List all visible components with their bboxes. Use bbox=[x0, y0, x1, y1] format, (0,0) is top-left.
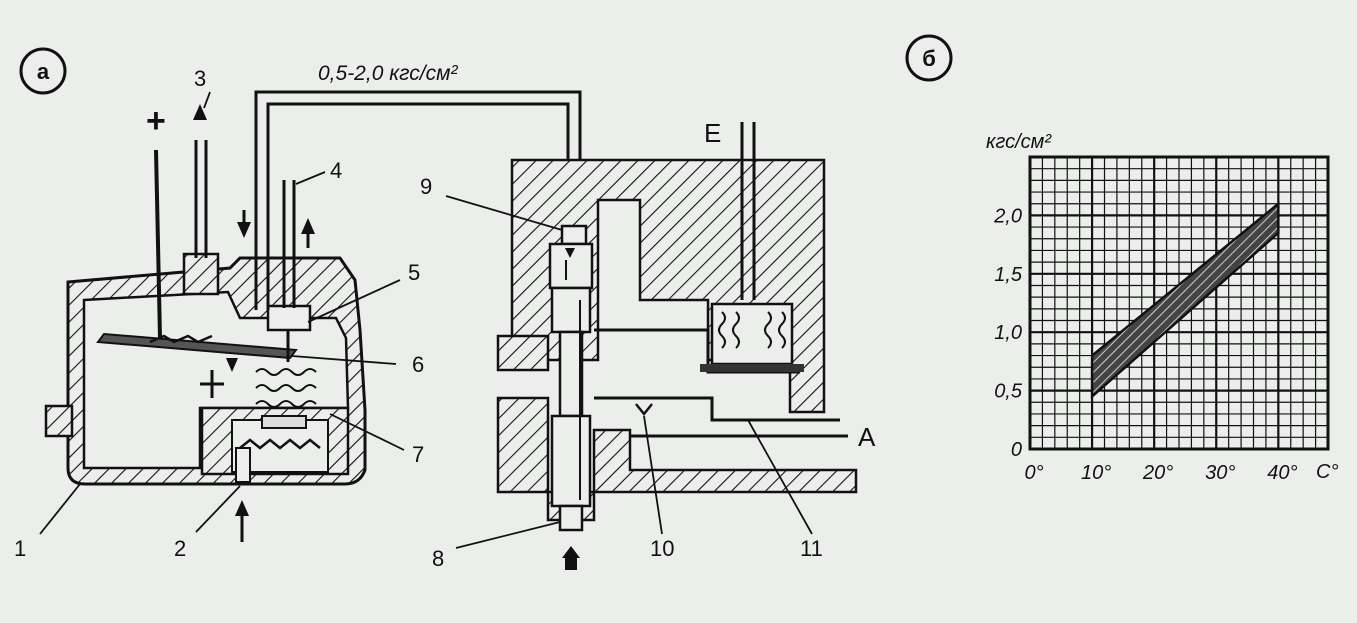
callout-8: 8 bbox=[432, 546, 444, 571]
chart-frame bbox=[1028, 155, 1330, 451]
x-tick-10: 10° bbox=[1081, 462, 1111, 484]
callout-11: 11 bbox=[800, 536, 823, 561]
y-tick-1-0: 1,0 bbox=[994, 322, 1022, 344]
badge-b-label: б bbox=[922, 46, 936, 71]
pressure-label: 0,5-2,0 кгс/см² bbox=[318, 62, 458, 85]
callout-3: 3 bbox=[194, 66, 206, 91]
callout-10: 10 bbox=[650, 536, 674, 561]
y-tick-1-5: 1,5 bbox=[994, 264, 1023, 286]
badge-a: а bbox=[19, 47, 67, 95]
y-tick-0: 0 bbox=[1011, 439, 1022, 461]
pressure-switch-body bbox=[44, 104, 367, 542]
callout-9: 9 bbox=[420, 174, 432, 199]
callout-7: 7 bbox=[412, 442, 424, 467]
y-unit-label: кгс/см² bbox=[986, 131, 1052, 153]
y-tick-0-5: 0,5 bbox=[994, 381, 1023, 403]
y-tick-labels: 0 0,5 1,0 1,5 2,0 bbox=[993, 205, 1023, 461]
x-tick-20: 20° bbox=[1142, 462, 1173, 484]
callout-6: 6 bbox=[412, 352, 424, 377]
panel-a: а 0,5-2,0 кгс/см² bbox=[14, 47, 876, 571]
port-e-label: E bbox=[704, 118, 721, 148]
plus-sign: + bbox=[146, 102, 166, 140]
callout-5: 5 bbox=[408, 260, 420, 285]
y-tick-2-0: 2,0 bbox=[993, 205, 1022, 227]
callout-2: 2 bbox=[174, 536, 186, 561]
badge-a-label: а bbox=[37, 59, 50, 84]
panel-b: б кгс/см² С° 0 0,5 1,0 1,5 2,0 0° 10° 20… bbox=[905, 34, 1338, 484]
callout-1: 1 bbox=[14, 536, 26, 561]
x-tick-40: 40° bbox=[1267, 462, 1297, 484]
x-tick-0: 0° bbox=[1024, 462, 1043, 484]
port-a-label: A bbox=[858, 422, 876, 452]
relief-valve-block bbox=[496, 122, 858, 570]
x-tick-labels: 0° 10° 20° 30° 40° bbox=[1024, 462, 1297, 484]
badge-b: б bbox=[905, 34, 953, 82]
chart-grid bbox=[1028, 155, 1329, 451]
x-unit-label: С° bbox=[1316, 461, 1338, 483]
leader-lines bbox=[39, 91, 813, 549]
x-tick-30: 30° bbox=[1205, 462, 1235, 484]
callout-4: 4 bbox=[330, 158, 342, 183]
pressure-temperature-band bbox=[1090, 201, 1280, 400]
